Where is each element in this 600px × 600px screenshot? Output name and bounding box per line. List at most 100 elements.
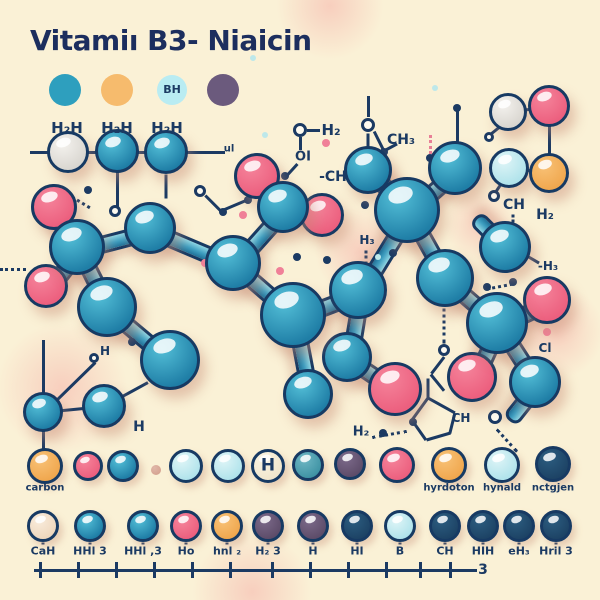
atom-shine (331, 337, 353, 355)
ring-o (109, 205, 121, 217)
small-dot (250, 55, 256, 61)
axis-tick (190, 562, 194, 578)
formula-label: H₂ (536, 207, 554, 223)
formula-label: CH (451, 411, 471, 425)
atom-teal (322, 332, 372, 382)
legend-shine (218, 453, 232, 465)
small-dot (293, 253, 301, 261)
atom-white (489, 93, 527, 131)
atom-shine (438, 146, 462, 166)
atom-pink (528, 85, 570, 127)
legend-circle-pink (73, 451, 103, 481)
legend-label: carbon (25, 482, 65, 494)
legend-circle-teal (127, 510, 159, 542)
formula-label: H₂H (51, 119, 83, 137)
atom-shine (32, 269, 51, 284)
formula-label: H₂H (151, 119, 183, 137)
structure-line (366, 133, 370, 147)
legend-circle-navy (429, 510, 461, 542)
legend-shine (33, 514, 47, 525)
small-dot (432, 85, 438, 91)
atom-shine (152, 135, 171, 150)
atom-shine (242, 158, 263, 174)
legend-circle-navy (467, 510, 499, 542)
legend-circle-hglyph: H (251, 449, 285, 483)
legend-circle-purple (252, 510, 284, 542)
legend-circle-mutedteal (292, 449, 324, 481)
structure-line (425, 431, 451, 442)
ring-o (488, 410, 502, 424)
formula-label: H₂ (352, 424, 370, 440)
legend-circle-orange (431, 447, 467, 483)
small-dot (323, 256, 331, 264)
legend-circle-dusty (151, 465, 161, 475)
legend-label: B (395, 544, 405, 558)
legend-label: CaH (30, 544, 56, 558)
legend-circle-orange (27, 448, 63, 484)
formula-label: H (99, 344, 111, 358)
pink-dashed-line (428, 134, 432, 154)
axis-tick (76, 562, 80, 578)
atom-teal (257, 181, 309, 233)
formula-label: H₂ (321, 121, 341, 139)
legend-label: H₂ 3 (255, 544, 281, 558)
small-dot (509, 278, 517, 286)
legend-circle-cyan (169, 449, 203, 483)
small-dot (375, 254, 381, 260)
formula-label: -CH (319, 169, 347, 185)
atom-teal (205, 235, 261, 291)
legend-shine (258, 514, 272, 525)
formula-label: CH (503, 197, 525, 213)
legend-shine (80, 514, 94, 525)
legend-circle-purple (334, 448, 366, 480)
legend-shine (176, 453, 190, 465)
legend-shine (438, 451, 453, 464)
atom-cyan (489, 148, 529, 188)
hydrogen-glyph: H (260, 455, 276, 476)
atom-shine (532, 281, 553, 298)
atom-teal (82, 384, 126, 428)
legend-shine (347, 514, 361, 525)
legend-shine (34, 452, 49, 465)
axis-tick (346, 562, 350, 578)
atom-pink (31, 184, 77, 230)
atom-shine (308, 198, 327, 213)
small-dot (239, 211, 247, 219)
structure-line (164, 174, 168, 198)
legend-circle-navy (503, 510, 535, 542)
swatch-glyph: BH (163, 83, 181, 97)
atom-teal (374, 177, 440, 243)
small-dot (281, 172, 289, 180)
legend-circle-teal (107, 450, 139, 482)
ring-o (361, 118, 375, 132)
legend-shine (546, 514, 560, 525)
atom-shine (378, 367, 402, 387)
small-dot (322, 139, 330, 147)
legend-shine (542, 450, 557, 463)
structure-line (298, 137, 302, 150)
atom-pink (368, 362, 422, 416)
small-dot (84, 186, 92, 194)
atom-teal (260, 282, 326, 348)
formula-label: Cl (538, 341, 552, 355)
legend-circle-cyan (484, 447, 520, 483)
legend-circle-teal (74, 510, 106, 542)
legend-circle-purple (297, 510, 329, 542)
legend-label: hnl ₂ (212, 544, 242, 558)
atom-shine (497, 153, 514, 166)
legend-circle-cyan (211, 449, 245, 483)
atom-shine (133, 207, 156, 226)
atom-shine (426, 255, 452, 275)
small-dot (389, 249, 397, 257)
legend-swatch-swcyan: BH (157, 75, 187, 105)
formula-label: ul (223, 143, 235, 155)
atom-shine (386, 183, 415, 207)
small-dot (262, 132, 268, 138)
dashed-line (442, 301, 446, 344)
atom-teal (95, 129, 139, 173)
atom-shine (456, 357, 478, 375)
legend-swatch-sworange (101, 74, 133, 106)
legend-circle-orange (211, 510, 243, 542)
atom-shine (215, 241, 240, 260)
legend-shine (79, 455, 92, 465)
